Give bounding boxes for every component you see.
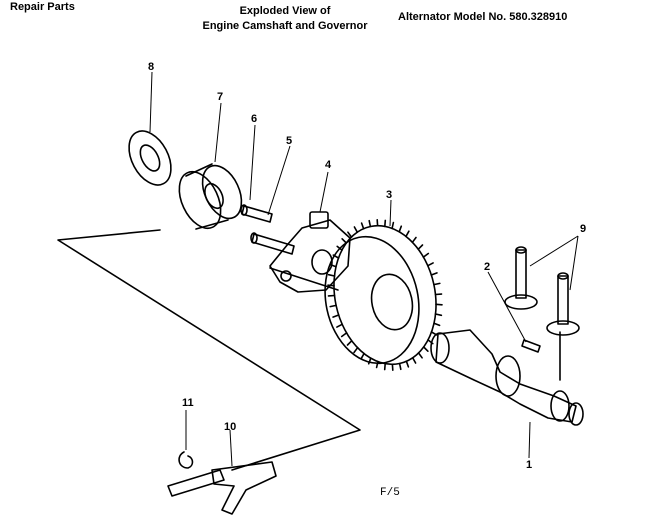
part-6-pin: [240, 204, 273, 223]
part-11-clip: [178, 451, 194, 469]
gear-tooth: [368, 219, 372, 228]
gear-tooth: [417, 244, 424, 250]
gear-tooth: [353, 346, 359, 354]
gear-tooth: [341, 238, 348, 244]
title-line-2: Engine Camshaft and Governor: [202, 20, 368, 32]
callout-2: 2: [484, 261, 490, 273]
callout-8: 8: [148, 61, 154, 73]
figure-number: F/5: [380, 487, 400, 499]
gear-tooth: [422, 346, 429, 353]
callout-1: 1: [526, 459, 532, 471]
gear-tooth: [417, 352, 423, 359]
callout-labels: 1 2 3 4 5 6 7 8 9 10 11: [148, 61, 586, 471]
gear-tooth: [411, 236, 417, 244]
part-4-governor-bracket: [269, 211, 351, 293]
repair-parts-heading: Repair Parts: [10, 1, 75, 13]
part-9-tappets: [504, 246, 580, 336]
title-line-1: Exploded View of: [239, 5, 331, 17]
gear-tooth: [360, 352, 365, 360]
callout-7: 7: [217, 91, 223, 103]
gear-tooth: [329, 263, 337, 268]
gear-tooth: [353, 226, 359, 233]
gear-tooth: [430, 272, 438, 276]
leader-lines: [149, 71, 579, 467]
gear-tooth: [327, 273, 336, 277]
gear-tooth: [327, 284, 335, 287]
gear-tooth: [435, 303, 443, 306]
callout-10: 10: [224, 421, 236, 433]
part-1-camshaft: [430, 329, 584, 426]
gear-tooth: [375, 360, 379, 369]
gear-tooth: [422, 252, 430, 258]
callout-4: 4: [325, 159, 332, 171]
callout-9: 9: [580, 223, 586, 235]
gear-tooth: [411, 356, 417, 364]
gear-tooth: [383, 362, 387, 371]
gear-tooth: [332, 314, 340, 318]
callout-6: 6: [251, 113, 257, 125]
gear-tooth: [405, 360, 410, 368]
gear-tooth: [360, 222, 365, 230]
part-5-shaft: [250, 232, 295, 255]
model-number-heading: Alternator Model No. 580.328910: [398, 11, 568, 23]
gear-tooth: [434, 313, 443, 317]
assembly-line: [57, 229, 361, 471]
part-3-cam-gear: [324, 219, 443, 372]
part-7-governor-spool: [178, 163, 243, 230]
gear-tooth: [336, 245, 343, 251]
diagram-title: Exploded View of Engine Camshaft and Gov…: [180, 4, 390, 34]
callout-11: 11: [182, 397, 194, 409]
gear-tooth: [367, 357, 372, 365]
gear-tooth: [433, 282, 441, 286]
gear-tooth: [426, 262, 434, 267]
callout-3: 3: [386, 189, 392, 201]
part-10-governor-arm: [167, 461, 277, 515]
gear-tooth: [398, 362, 402, 371]
gear-tooth: [340, 332, 348, 338]
callout-5: 5: [286, 135, 292, 147]
assembly-line-gear: [269, 267, 339, 291]
gear-tooth: [383, 219, 387, 228]
part-2-key-pin: [521, 339, 541, 353]
gear-tooth: [391, 221, 395, 230]
gear-tooth: [346, 339, 353, 346]
gear-tooth: [347, 231, 353, 238]
gear-tooth: [433, 322, 441, 327]
gear-tooth: [336, 323, 344, 328]
gear-tooth: [405, 230, 410, 238]
part-8-washer: [128, 130, 172, 186]
gear-tooth: [332, 254, 340, 259]
gear-tooth: [398, 225, 403, 233]
gear-tooth: [329, 304, 337, 308]
